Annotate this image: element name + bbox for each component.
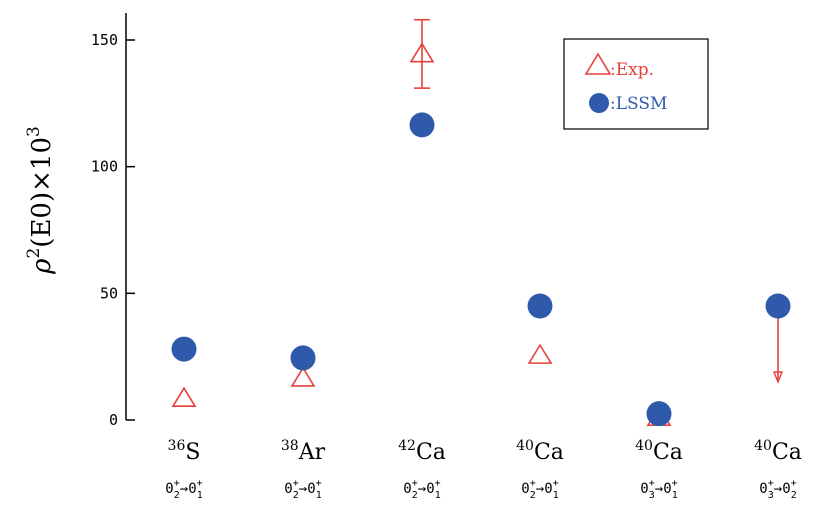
exp-point bbox=[290, 366, 316, 387]
y-tick-label: 100 bbox=[91, 158, 118, 176]
legend-circle-marker bbox=[589, 93, 609, 113]
lssm-point bbox=[527, 293, 553, 319]
lssm-point bbox=[409, 112, 435, 138]
x-nucleus-label: 40Ca bbox=[516, 438, 564, 465]
x-nucleus-label: 38Ar bbox=[281, 438, 326, 465]
x-transition-label: 0+2→0+1 bbox=[165, 478, 202, 501]
x-nucleus-label: 40Ca bbox=[635, 438, 683, 465]
lssm-point bbox=[646, 401, 672, 427]
y-tick-label: 150 bbox=[91, 31, 118, 49]
lssm-point bbox=[765, 293, 791, 319]
y-axis-label: ρ2(E0)×103 bbox=[24, 126, 57, 275]
y-axis-ticks: 0 50 100 150 bbox=[91, 31, 135, 429]
x-category-labels: 36S 0+2→0+1 38Ar 0+2→0+1 42Ca 0+2→0+1 40Ca 0+2→… bbox=[165, 438, 802, 501]
lssm-point bbox=[171, 336, 197, 362]
x-nucleus-label: 40Ca bbox=[754, 438, 802, 465]
y-tick-label: 50 bbox=[100, 284, 118, 302]
legend: :Exp. :LSSM bbox=[563, 38, 709, 130]
x-transition-label: 0+3→0+2 bbox=[759, 478, 796, 501]
x-nucleus-label: 42Ca bbox=[398, 438, 446, 465]
x-transition-label: 0+2→0+1 bbox=[403, 478, 440, 501]
legend-exp-label: :Exp. bbox=[610, 60, 654, 80]
x-transition-label: 0+2→0+1 bbox=[521, 478, 558, 501]
legend-triangle-marker bbox=[584, 52, 612, 75]
exp-point bbox=[527, 343, 553, 364]
exp-upper-limit-arrowhead bbox=[772, 371, 784, 384]
legend-lssm-label: :LSSM bbox=[610, 94, 667, 114]
y-tick-label: 0 bbox=[109, 411, 118, 429]
exp-point bbox=[409, 42, 435, 63]
exp-point bbox=[171, 386, 197, 408]
x-nucleus-label: 36S bbox=[168, 438, 201, 465]
legend-box bbox=[563, 38, 709, 130]
x-transition-label: 0+2→0+1 bbox=[284, 478, 321, 501]
lssm-point bbox=[290, 345, 316, 371]
x-transition-label: 0+3→0+1 bbox=[640, 478, 677, 501]
series-lssm bbox=[171, 112, 791, 427]
